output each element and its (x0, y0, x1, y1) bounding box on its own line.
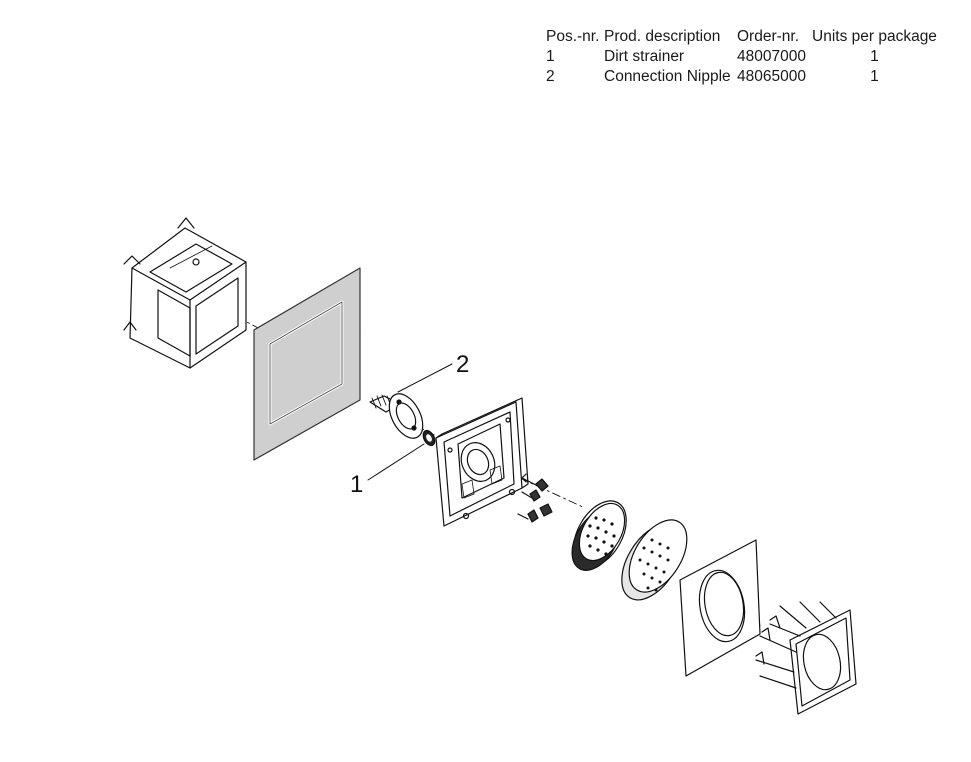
mounting-screws (517, 473, 553, 523)
row-pos: 1 (546, 48, 555, 65)
callout-label-2: 2 (456, 351, 469, 378)
row-description: Connection Nipple (604, 68, 731, 85)
seal-plate (253, 267, 361, 461)
callout-1: 1 (350, 443, 425, 498)
header-pos-nr: Pos.-nr. (546, 28, 600, 45)
header-order-nr: Order-nr. (737, 28, 800, 45)
header-prod-description: Prod. description (604, 28, 721, 45)
cover-plate (679, 539, 761, 677)
installation-frame (755, 601, 857, 715)
shower-head-nozzle-plate (571, 500, 627, 571)
valve-body (435, 397, 529, 527)
spray-face-disc (621, 519, 688, 601)
callout-2: 2 (397, 351, 469, 393)
callout-label-1: 1 (350, 471, 363, 498)
row-units: 1 (870, 68, 879, 85)
connection-nipple (369, 393, 424, 439)
table-row: 2 Connection Nipple 48065000 1 (546, 67, 937, 87)
row-order-nr: 48065000 (737, 68, 806, 85)
dirt-strainer (422, 429, 436, 447)
row-units: 1 (870, 48, 879, 65)
mounting-box (123, 217, 247, 369)
table-row: 1 Dirt strainer 48007000 1 (546, 47, 937, 67)
header-units-per-package: Units per package (812, 28, 937, 45)
parts-table: Pos.-nr. Prod. description Order-nr. Uni… (546, 27, 937, 87)
row-pos: 2 (546, 68, 555, 85)
row-description: Dirt strainer (604, 48, 685, 65)
parts-table-header-row: Pos.-nr. Prod. description Order-nr. Uni… (546, 27, 937, 47)
row-order-nr: 48007000 (737, 48, 806, 65)
